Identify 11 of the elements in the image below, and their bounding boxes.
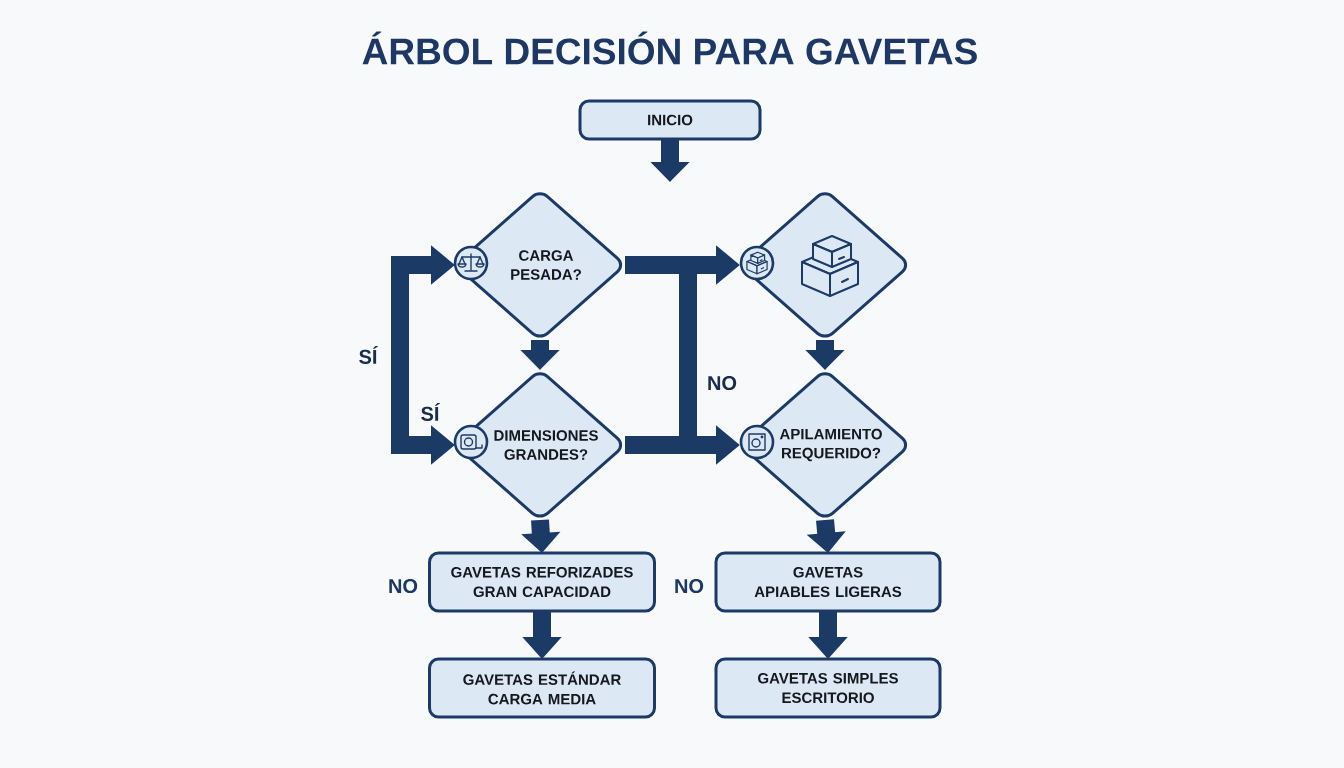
start-box: INICIO — [578, 99, 762, 141]
decision-diamond — [739, 192, 908, 338]
title: ÁRBOL DECISIÓN PARA GAVETAS — [362, 31, 977, 65]
result-box: GAVETAS APIABLES LIGERAS — [714, 551, 942, 613]
branch-label: NO — [675, 578, 704, 594]
edge-label: NO — [708, 375, 737, 391]
edge-label: SÍ — [359, 346, 378, 364]
branch-label: SÍ — [421, 403, 440, 421]
result-box: GAVETAS REFORIZADES GRAN CAPACIDAD — [428, 551, 656, 613]
result-box: GAVETAS SIMPLES ESCRITORIO — [714, 657, 942, 719]
result-box: GAVETAS ESTÁNDAR CARGA MEDIA — [428, 657, 656, 719]
